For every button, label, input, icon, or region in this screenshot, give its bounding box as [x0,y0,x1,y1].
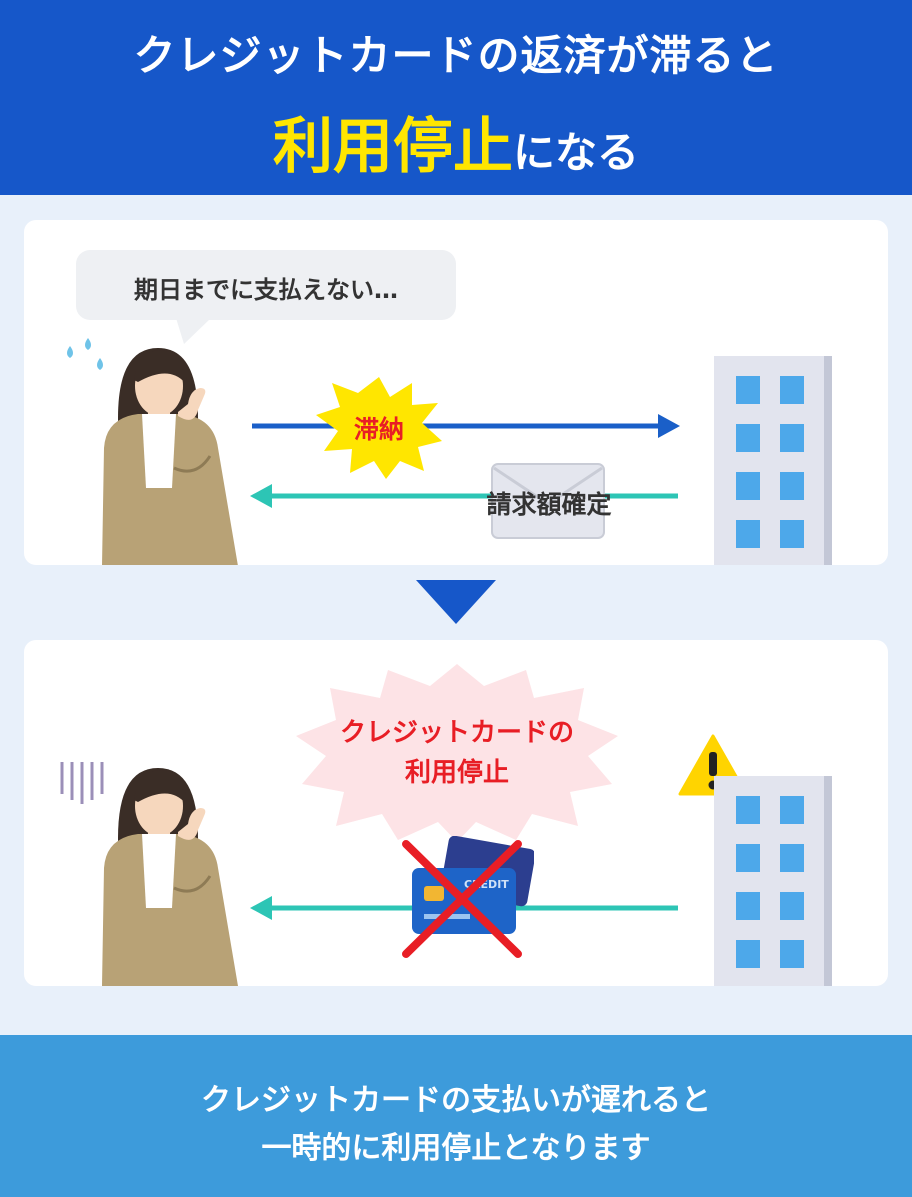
speech-bubble [76,250,456,344]
sweat-icon [67,338,103,370]
triangle-down-icon [416,580,496,624]
suspension-text-line2: 利用停止 [404,758,509,788]
envelope-icon [491,463,605,539]
footer-banner: クレジットカードの支払いが遅れると 一時的に利用停止となります [0,1035,912,1197]
flow-arrows [250,414,680,508]
gloom-lines-icon [60,762,104,804]
header-title-line1: クレジットカードの返済が滞ると [133,31,779,80]
building-icon [714,776,832,986]
building-icon [714,356,832,565]
header-title-rest: になる [512,128,639,177]
header-highlight: 利用停止 [272,112,513,182]
suspension-burst [296,664,618,842]
speech-text: 期日までに支払えない… [134,276,398,304]
footer-line1: クレジットカードの支払いが遅れると [201,1083,711,1118]
header-title-line2: 利用停止になる [0,98,912,185]
step2-panel: クレジットカードの 利用停止 CREDIT [24,640,888,986]
worried-woman-figure [102,348,238,565]
delinquency-label: 滞納 [353,415,404,444]
bill-label: 請求額確定 [486,490,612,519]
header-banner: クレジットカードの返済が滞ると 利用停止になる [0,0,912,195]
footer-line2: 一時的に利用停止となります [261,1131,651,1166]
delinquency-burst [316,377,442,479]
step1-panel: 期日までに支払えない… 滞納 請求額確定 [24,220,888,565]
suspension-text-line1: クレジットカードの [339,718,574,748]
x-cross-icon [402,840,522,958]
worried-woman-figure [102,768,238,986]
